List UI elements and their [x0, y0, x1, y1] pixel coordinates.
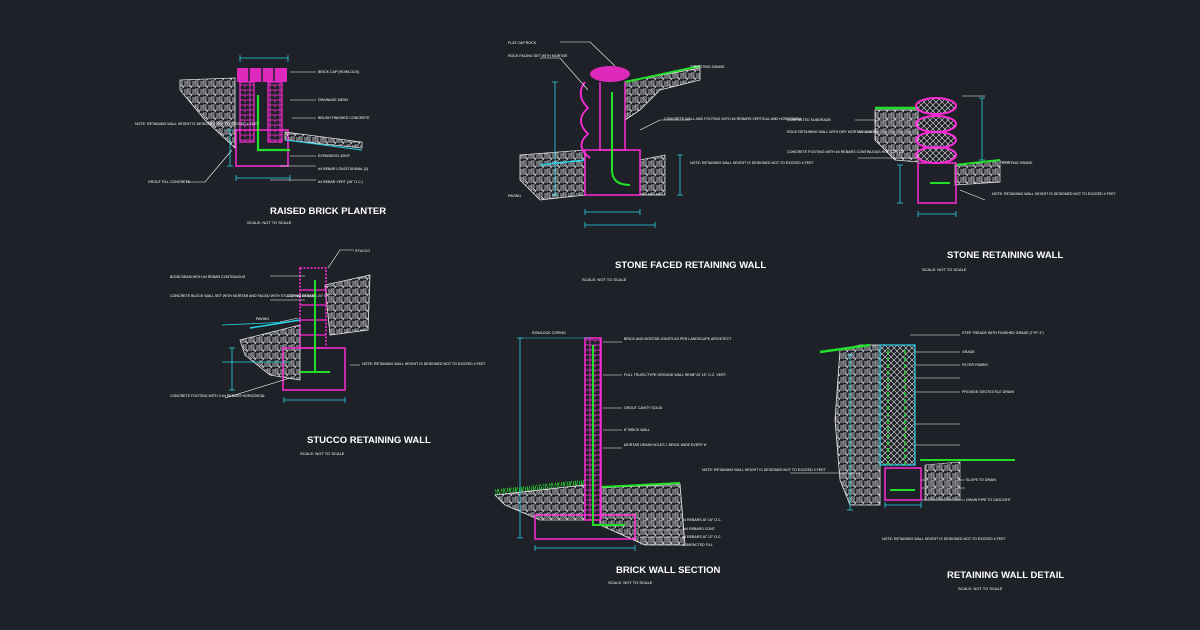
stucco-label: BOND BEAM WITH #4 REBAR CONTINUOUS	[170, 275, 246, 279]
stone-faced-label: ROCK FACING SET WITH MORTAR	[508, 54, 568, 58]
brick-wall-note: NOTE: RETAINING WALL HEIGHT IS DESIGNED …	[702, 468, 827, 472]
stone-faced-label: FLAT CAP ROCK	[508, 41, 537, 45]
raised-brick-planter-label: BRICK CAP (ROWLOCK)	[318, 70, 359, 74]
brick-wall-label: MORTAR DRAIN HOLES 1 BRICK WIDE EVERY 8'	[624, 443, 707, 447]
stone-retaining-label: COMPACTED SUBGRADE	[787, 118, 831, 122]
brick-wall-section-title: BRICK WALL SECTION	[616, 565, 720, 576]
brick-wall-label: BRICK AND MORTAR JOINTS AS PER LANDSCAPE…	[624, 337, 732, 341]
stucco-retaining-wall-scale: SCALE: NOT TO SCALE	[300, 451, 345, 456]
raised-brick-planter-label: #4 REBAR LONGITUDINAL (2)	[318, 167, 368, 171]
stone-faced-retaining-wall-drawing	[519, 41, 701, 228]
retaining-detail-label: PROVIDE GEOTEXTILE DRAIN	[962, 390, 1014, 394]
stucco-retaining-wall-drawing	[221, 249, 371, 403]
raised-brick-planter-label: EXPANSION JOINT	[318, 154, 351, 158]
stucco-label: COPING DETAIL	[287, 294, 315, 298]
stone-retaining-label: CONCRETE FOOTING WITH #4 REBARS CONTINUO…	[787, 150, 905, 154]
retaining-wall-detail-scale: SCALE: NOT TO SCALE	[958, 586, 1003, 591]
stone-faced-retaining-wall-scale: SCALE: NOT TO SCALE	[582, 277, 627, 282]
brick-wall-label: #4 REBARS AT 16" O.C.	[682, 518, 722, 522]
stucco-label: STUCCO	[355, 249, 370, 253]
stucco-label: CONCRETE FOOTING WITH 3 #4 REBARS HORIZO…	[170, 394, 265, 398]
raised-brick-planter-label: GROUT FILL CONCRETE	[148, 180, 191, 184]
brick-wall-label: #4 REBARS AT 12" O.C.	[682, 535, 722, 539]
brick-wall-label: COMPACTED FILL	[682, 543, 713, 547]
brick-wall-label: 3#4 REBARS CONT.	[682, 527, 716, 531]
raised-brick-planter-drawing	[179, 55, 363, 183]
retaining-detail-label: FILTER FABRIC	[962, 363, 988, 367]
stone-retaining-wall-title: STONE RETAINING WALL	[947, 250, 1063, 261]
raised-brick-planter-note: NOTE: RETAINING WALL HEIGHT IS DESIGNED …	[135, 122, 260, 126]
stone-faced-label: CONCRETE WALL AND FOOTING WITH #4 REBARS…	[664, 117, 802, 121]
stone-retaining-label: ROCK RETAINING WALL WITH DRY MORTAR JOIN…	[787, 130, 877, 134]
raised-brick-planter-title: RAISED BRICK PLANTER	[270, 206, 386, 217]
retaining-detail-label: DRAIN PIPE TO DAYLIGHT	[966, 498, 1012, 502]
raised-brick-planter-label: #4 REBAR VERT (18" O.C.)	[318, 180, 363, 184]
retaining-wall-detail-drawing	[790, 334, 1015, 511]
brick-wall-label: ROWLOCK COPING	[532, 331, 566, 335]
raised-brick-planter-label: BRUSH FINISHED CONCRETE	[318, 116, 370, 120]
brick-wall-label: GROUT CAVITY SOLID	[624, 406, 663, 410]
stone-retaining-wall-scale: SCALE: NOT TO SCALE	[922, 267, 967, 272]
stone-retaining-label: EXISTING GRADE	[1002, 161, 1033, 165]
stone-faced-note: NOTE: RETAINING WALL HEIGHT IS DESIGNED …	[690, 161, 815, 165]
retaining-detail-label: GRADE	[962, 350, 975, 354]
stucco-label: CONCRETE BLOCK WALL SET WITH MORTAR AND …	[170, 294, 331, 298]
stucco-retaining-wall-title: STUCCO RETAINING WALL	[307, 435, 431, 446]
stone-faced-label: PAVING	[508, 194, 521, 198]
brick-wall-section-scale: SCALE: NOT TO SCALE	[608, 580, 653, 585]
brick-wall-label: FULL TRUSS-TYPE GROUND WALL REINF AT 16"…	[624, 373, 727, 377]
brick-wall-label: 8" BRICK WALL	[624, 428, 650, 432]
stucco-label: PAVING	[256, 317, 269, 321]
raised-brick-planter-label: DRAINAGE MESH	[318, 98, 349, 102]
stone-retaining-note: NOTE: RETAINING WALL HEIGHT IS DESIGNED …	[992, 192, 1117, 196]
brick-wall-section-drawing	[494, 337, 686, 551]
stone-faced-label: EXISTING GRADE	[694, 65, 725, 69]
retaining-detail-note: NOTE: RETAINING WALL HEIGHT IS DESIGNED …	[882, 537, 1007, 541]
stone-retaining-wall-drawing	[855, 95, 1010, 217]
stone-faced-retaining-wall-title: STONE FACED RETAINING WALL	[615, 260, 766, 271]
raised-brick-planter-scale: SCALE: NOT TO SCALE	[247, 220, 292, 225]
retaining-detail-label: SLOPE TO DRAIN	[966, 478, 996, 482]
retaining-wall-detail-title: RETAINING WALL DETAIL	[947, 570, 1064, 581]
stucco-note: NOTE: RETAINING WALL HEIGHT IS DESIGNED …	[362, 362, 487, 366]
retaining-detail-label: STEP TREADS WITH FINISHED GRADE (TYP. 4"…	[962, 331, 1044, 335]
